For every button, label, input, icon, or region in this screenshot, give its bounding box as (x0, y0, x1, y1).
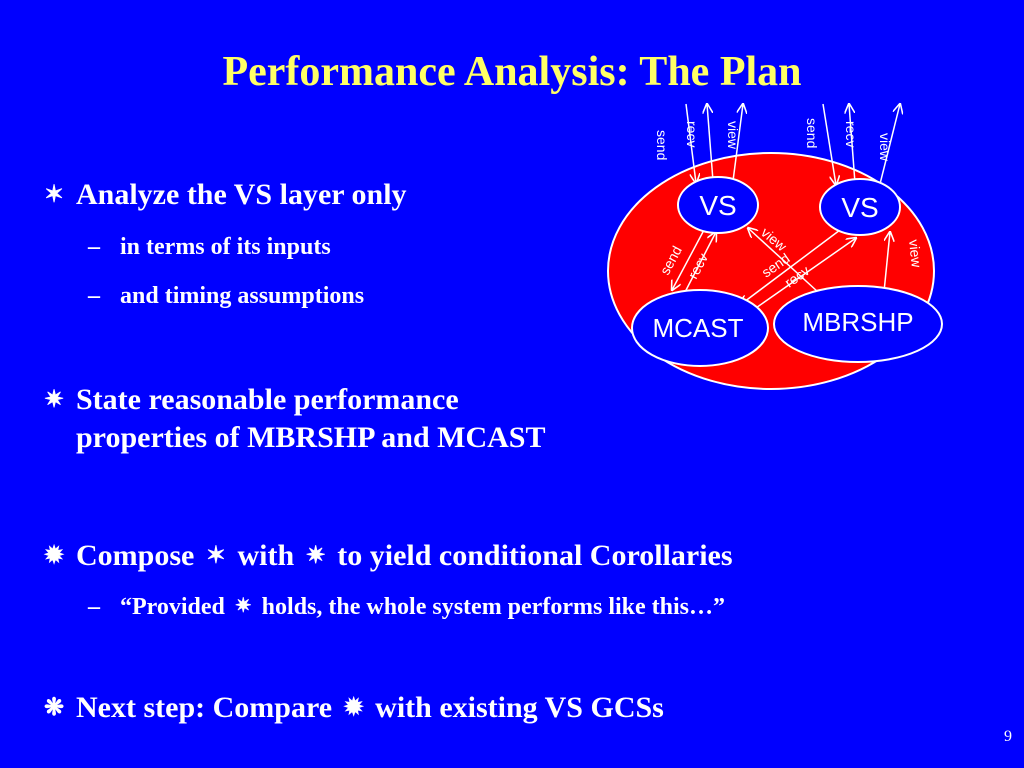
vs2-send-arrow (822, 103, 836, 185)
dash-marker: – (88, 594, 100, 620)
vs1-recv-label: recv (684, 121, 700, 147)
bullet-text-line2: properties of MBRSHP and MCAST (76, 421, 546, 454)
mcast-to-vs1-recv-arrow (682, 232, 716, 297)
vs-node-left-label: VS (699, 190, 736, 221)
dash-marker: – (88, 283, 100, 309)
vs2-recv-arrow (849, 104, 856, 184)
twelve-point-star-icon: ✹ (44, 543, 65, 569)
six-point-star-icon: ✶ (44, 182, 65, 208)
subbullet-text-part2: holds, the whole system performs like th… (261, 594, 725, 620)
vs2-view-arrow (879, 104, 900, 185)
vs1-view-label: view (725, 121, 741, 150)
bullet-analyze-vs: ✶ Analyze the VS layer only (44, 176, 407, 214)
vs1-to-mcast-send-arrow (672, 229, 705, 290)
subbullet-text: in terms of its inputs (120, 234, 331, 260)
six-point-star-icon: ✶ (205, 543, 226, 569)
vs2-view-label: view (877, 133, 893, 162)
snowflake-star-icon: ❋ (44, 695, 65, 721)
subbullet-timing: –and timing assumptions (88, 281, 364, 311)
subbullet-inputs: –in terms of its inputs (88, 232, 331, 262)
inner-view-right-label: view (906, 239, 925, 269)
bullet-state-properties: ✷ State reasonable performance properties… (44, 381, 545, 457)
vs1-send-label: send (654, 130, 670, 160)
vs2-to-mcast-send-arrow (740, 229, 841, 305)
mbrshp-to-vs1-view-arrow (748, 228, 819, 293)
mbrshp-node-label: MBRSHP (802, 307, 913, 337)
vs-node-right (819, 178, 901, 236)
mbrshp-to-vs2-view-arrow (883, 232, 890, 293)
slide-title: Performance Analysis: The Plan (222, 49, 802, 95)
mbrshp-node (773, 285, 943, 363)
subbullet-text-part1: “Provided (120, 594, 225, 620)
mcast-node (631, 289, 769, 367)
twelve-point-star-icon: ✹ (343, 695, 364, 721)
vs-node-right-label: VS (841, 192, 878, 223)
page-number: 9 (1004, 728, 1012, 745)
bullet-text-part1: Next step: Compare (76, 691, 333, 724)
eight-point-star-icon: ✷ (305, 543, 326, 569)
bullet-text-line1: State reasonable performance (76, 383, 459, 416)
vs-node-left (677, 176, 759, 234)
bullet-text: Analyze the VS layer only (76, 178, 407, 211)
vs1-send-arrow (685, 103, 696, 183)
bullet-next-step: ❋ Next step: Compare ✹ with existing VS G… (44, 689, 664, 727)
vs1-view-arrow (732, 104, 743, 182)
bullet-text-part1: Compose (76, 539, 195, 572)
subbullet-text: and timing assumptions (120, 283, 365, 309)
mcast-to-vs2-recv-arrow (752, 238, 856, 311)
eight-point-star-icon: ✷ (234, 595, 252, 617)
bullet-text-part3: to yield conditional Corollaries (337, 539, 733, 572)
vs1-recv-arrow (707, 104, 714, 182)
mcast-node-label: MCAST (653, 313, 744, 343)
vs2-send-label: send (804, 118, 820, 148)
dash-marker: – (88, 234, 100, 260)
bullet-text-part2: with existing VS GCSs (375, 691, 664, 724)
subbullet-provided: –“Provided ✷ holds, the whole system per… (88, 591, 725, 622)
eight-point-star-icon: ✷ (44, 387, 65, 413)
bullet-text-part2: with (237, 539, 295, 572)
bullet-compose: ✹ Compose ✶ with ✷ to yield conditional C… (44, 537, 733, 575)
vs2-recv-label: recv (843, 121, 859, 147)
